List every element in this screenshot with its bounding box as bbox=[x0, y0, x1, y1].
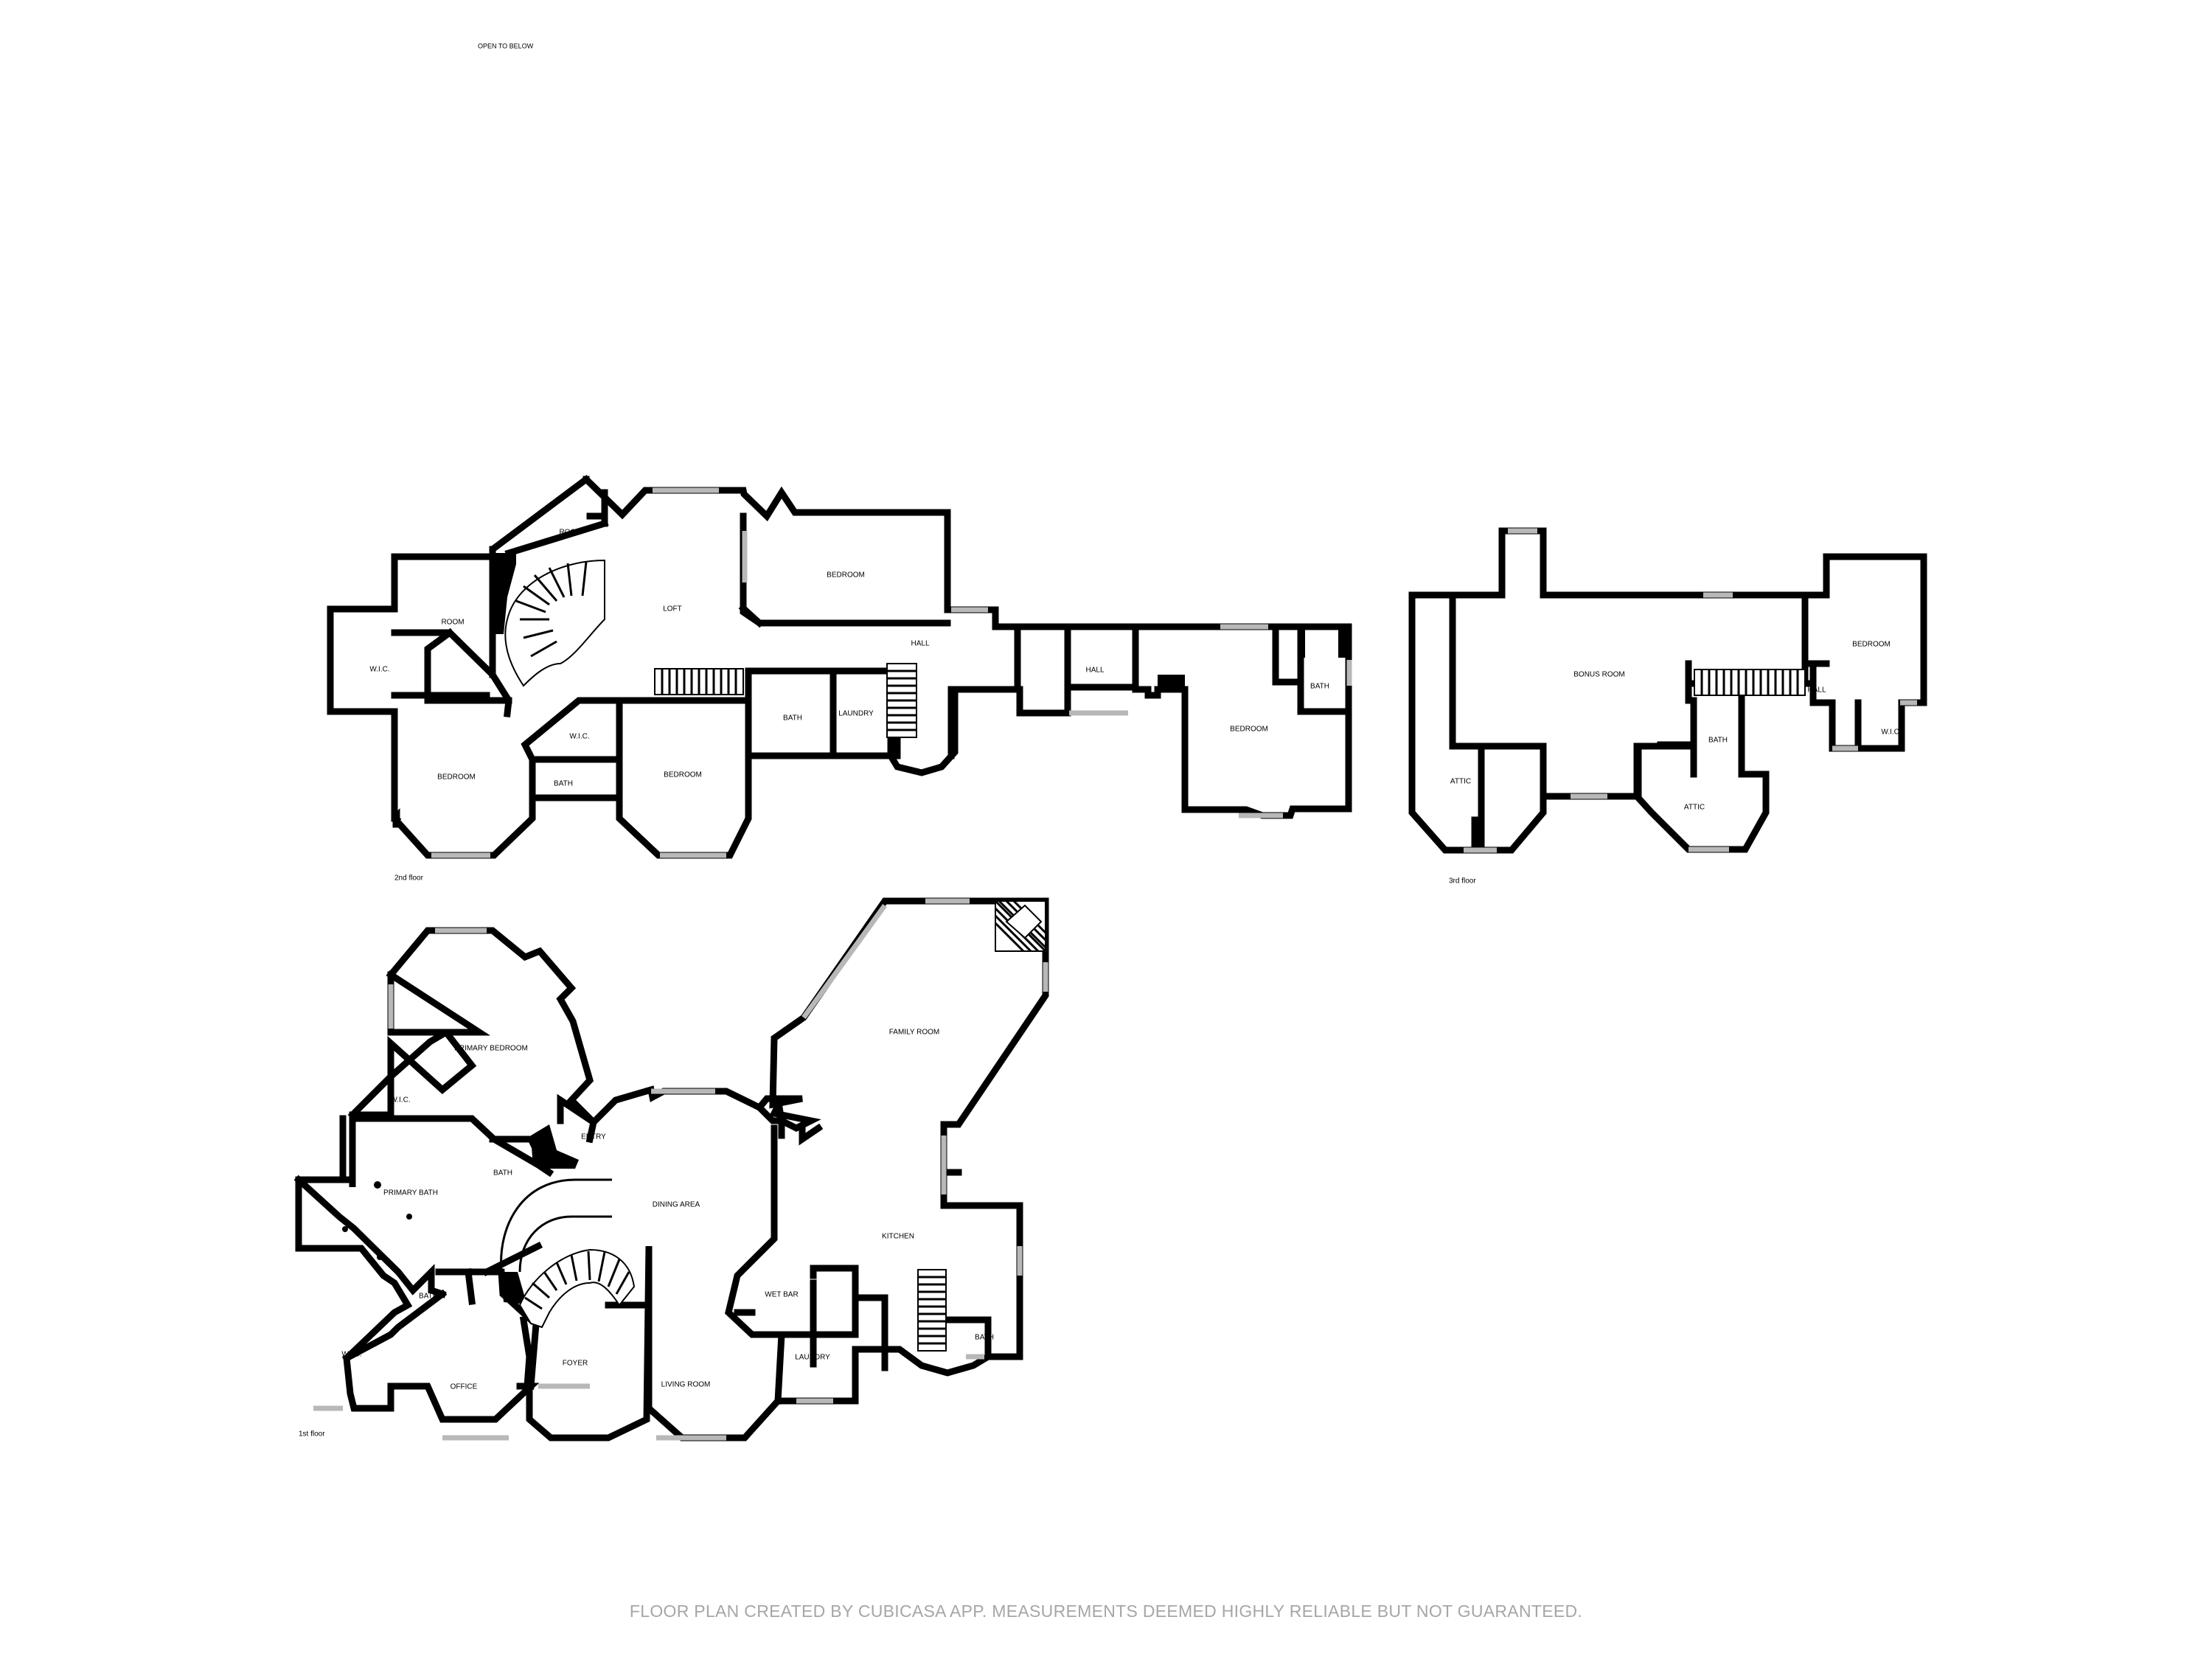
third-floor-interior-walls bbox=[1449, 591, 1905, 854]
third-floor-plan: BONUS ROOM BEDROOM HALL W.I.C. BATH ATTI… bbox=[1408, 527, 1927, 886]
second-floor-straight-stair-a bbox=[654, 668, 744, 695]
room-label: ROOM bbox=[441, 619, 464, 627]
laundry-label: LAUNDRY bbox=[838, 710, 874, 718]
bedroom-label: BEDROOM bbox=[437, 773, 476, 782]
loft-label: LOFT bbox=[663, 605, 682, 613]
bath-label: BATH bbox=[783, 714, 802, 723]
footer-disclaimer: FLOOR PLAN CREATED BY CUBICASA APP. MEAS… bbox=[629, 1601, 1583, 1621]
third-floor-outer-wall bbox=[1408, 527, 1927, 854]
fixture-dots bbox=[342, 1181, 412, 1260]
open-to-below-note: OPEN TO BELOW bbox=[478, 42, 534, 49]
bedroom-label: BEDROOM bbox=[827, 571, 865, 580]
foyer-label: FOYER bbox=[563, 1360, 588, 1368]
third-floor-windows bbox=[1464, 528, 1917, 853]
first-floor-outer-wall bbox=[295, 897, 1049, 1441]
laundry-label: LAUNDRY bbox=[795, 1354, 830, 1362]
room-label: ROOM bbox=[559, 529, 582, 537]
hall-label: HALL bbox=[1085, 667, 1104, 675]
bath-label: BATH bbox=[419, 1293, 438, 1301]
first-floor-curve-wall bbox=[500, 1178, 612, 1273]
wic-label: W.I.C. bbox=[369, 666, 389, 674]
bonus-room-label: BONUS ROOM bbox=[1573, 671, 1624, 679]
second-floor-stair-fill bbox=[493, 553, 516, 634]
first-floor-interior-walls bbox=[293, 971, 992, 1412]
family-room-label: FAMILY ROOM bbox=[889, 1029, 940, 1037]
bath-label: BATH bbox=[1708, 737, 1728, 745]
fireplace bbox=[994, 900, 1047, 953]
second-floor-column bbox=[1158, 675, 1185, 689]
attic-label: ATTIC bbox=[1684, 804, 1705, 812]
first-floor-stair-fill-bottom bbox=[501, 1272, 525, 1304]
second-floor-pillar-a bbox=[1298, 627, 1305, 658]
wic-label: W.I.C. bbox=[1881, 728, 1901, 737]
bath-label: BATH bbox=[493, 1169, 512, 1178]
first-floor-plan: PRIMARY BEDROOM W.I.C. ENTRY BATH PRIMAR… bbox=[293, 897, 1049, 1441]
first-floor-windows bbox=[313, 898, 1048, 1441]
primary-bath-label: PRIMARY BATH bbox=[383, 1189, 438, 1197]
second-floor-straight-stair-b bbox=[886, 663, 917, 738]
bath-label: BATH bbox=[554, 780, 573, 788]
hall-label: HALL bbox=[911, 640, 929, 648]
bath-label: BATH bbox=[975, 1334, 994, 1342]
second-floor-stair-treads bbox=[515, 561, 588, 658]
floor-label: 1st floor bbox=[299, 1430, 325, 1439]
floor-label: 2nd floor bbox=[394, 874, 424, 883]
bedroom-label: BEDROOM bbox=[664, 771, 702, 779]
third-floor-stair bbox=[1694, 669, 1806, 696]
entry-label: ENTRY bbox=[581, 1133, 606, 1141]
attic-label: ATTIC bbox=[1450, 778, 1471, 786]
kitchen-label: KITCHEN bbox=[882, 1233, 914, 1241]
first-floor-stair-fill-top bbox=[531, 1124, 579, 1169]
floor-label: 3rd floor bbox=[1449, 877, 1476, 886]
primary-bedroom-label: PRIMARY BEDROOM bbox=[454, 1045, 528, 1053]
living-room-label: LIVING ROOM bbox=[661, 1381, 711, 1389]
first-floor-straight-stair bbox=[917, 1269, 947, 1352]
wic-label: W.I.C. bbox=[341, 1351, 361, 1359]
bath-label: BATH bbox=[1310, 683, 1329, 691]
hall-label: HALL bbox=[1807, 686, 1826, 695]
wic-label: W.I.C. bbox=[390, 1096, 410, 1105]
second-floor-outer-wall bbox=[327, 605, 402, 828]
first-floor-curved-stair bbox=[518, 1248, 636, 1329]
bedroom-label: BEDROOM bbox=[1852, 641, 1891, 649]
bedroom-label: BEDROOM bbox=[1230, 726, 1268, 734]
office-label: OFFICE bbox=[451, 1383, 478, 1391]
wic-label: W.I.C. bbox=[569, 733, 589, 741]
second-floor-windows bbox=[431, 487, 1352, 858]
second-floor-plan: ROOM ROOM W.I.C. LOFT BEDROOM HALL HALL … bbox=[327, 475, 1352, 883]
wet-bar-label: WET BAR bbox=[765, 1291, 798, 1299]
dining-area-label: DINING AREA bbox=[653, 1201, 700, 1209]
first-floor-stair-treads bbox=[524, 1251, 630, 1310]
second-floor-pillar-b bbox=[1338, 627, 1349, 658]
